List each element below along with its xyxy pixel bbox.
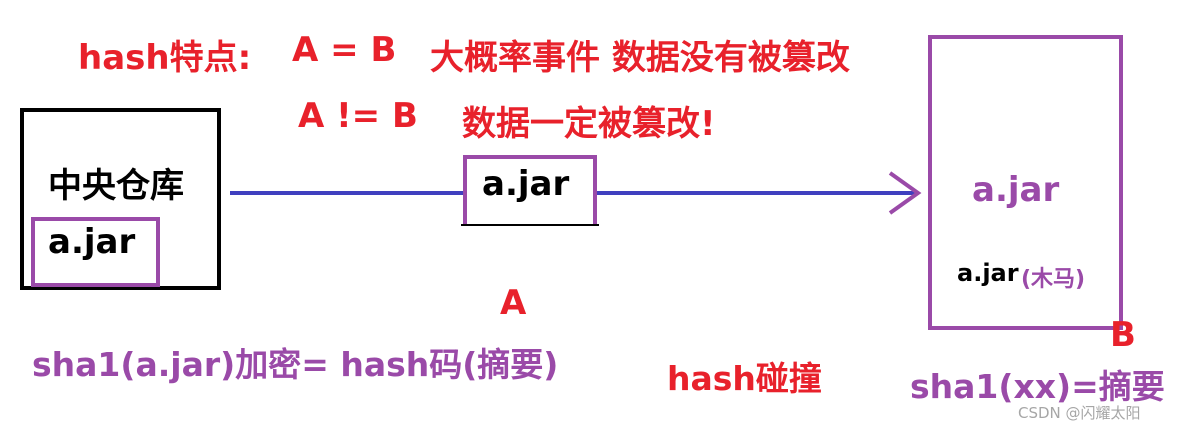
hash-collision-label: hash碰撞 (667, 359, 822, 398)
sha1-right-formula: sha1(xx)=摘要 (910, 367, 1165, 406)
not-equal-meaning: 数据一定被篡改! (462, 104, 716, 144)
transit-file-label: a.jar (482, 164, 570, 204)
warehouse-file-box (31, 217, 160, 287)
trojan-file-label: a.jar (957, 259, 1019, 287)
trojan-note: (木马) (1021, 267, 1086, 292)
transit-file-underline (461, 224, 599, 226)
label-a: A (500, 283, 527, 323)
transit-file-box (463, 155, 597, 225)
central-warehouse-title: 中央仓库 (48, 166, 184, 206)
label-b: B (1110, 315, 1136, 355)
hash-feature-label: hash特点: (78, 38, 252, 78)
equal-expression: A = B (292, 30, 397, 70)
sha1-left-formula: sha1(a.jar)加密= hash码(摘要) (32, 345, 559, 384)
csdn-watermark: CSDN @闪耀太阳 (1018, 404, 1141, 422)
destination-box (928, 35, 1123, 330)
warehouse-file-label: a.jar (48, 222, 136, 262)
equal-meaning: 大概率事件 数据没有被篡改 (430, 38, 850, 78)
destination-file-label: a.jar (972, 170, 1060, 210)
not-equal-expression: A != B (298, 96, 418, 136)
central-warehouse-box (20, 108, 221, 290)
